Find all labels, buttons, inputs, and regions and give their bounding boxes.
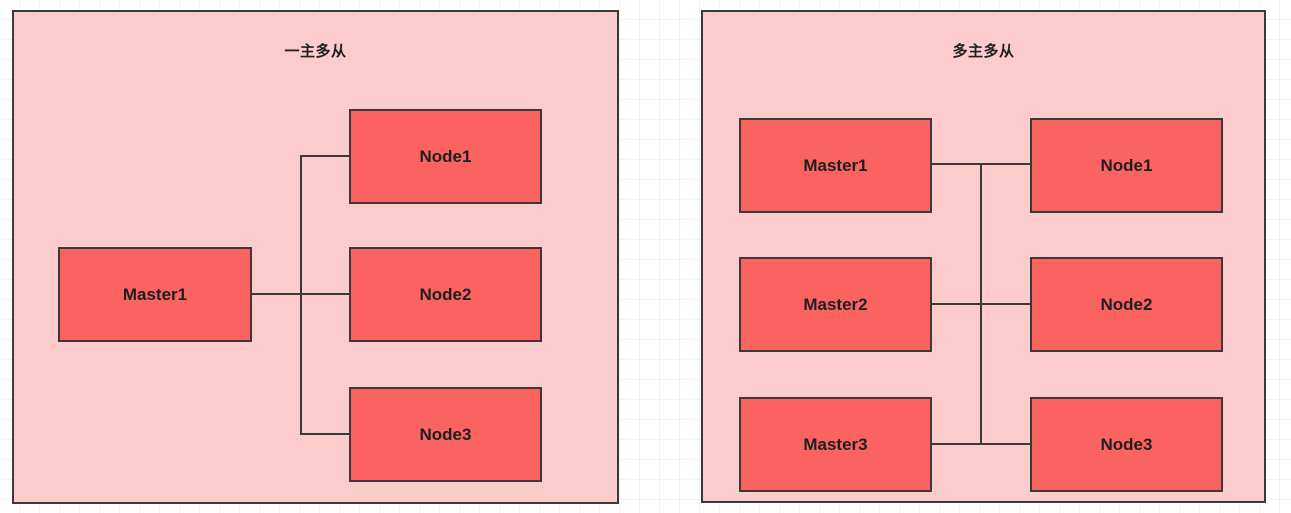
- box-label: Node3: [1100, 434, 1153, 454]
- panel-many-masters-many-slaves[interactable]: 多主多从 Master1 Master2 Master3 Node1 N: [701, 10, 1266, 503]
- box-master2-right[interactable]: Master2: [739, 257, 932, 352]
- edge-master3-to-bus: [932, 443, 982, 445]
- box-label: Node2: [419, 284, 472, 304]
- edge-master1-to-bus: [932, 163, 982, 165]
- edge-master1-to-trunk: [252, 293, 301, 295]
- box-node1-left[interactable]: Node1: [349, 109, 542, 204]
- box-label: Node1: [419, 146, 472, 166]
- box-node1-right[interactable]: Node1: [1030, 118, 1223, 213]
- box-label: Node3: [419, 424, 472, 444]
- box-node3-left[interactable]: Node3: [349, 387, 542, 482]
- edge-trunk-to-node1: [300, 155, 349, 157]
- box-node2-left[interactable]: Node2: [349, 247, 542, 342]
- box-label: Master1: [122, 284, 188, 304]
- edge-bus-to-node2: [980, 303, 1030, 305]
- edge-trunk-to-node2: [300, 293, 349, 295]
- box-label: Node1: [1100, 155, 1153, 175]
- panel-one-master-many-slaves[interactable]: 一主多从 Master1 Node1 Node2 Node3: [12, 10, 619, 504]
- edge-bus-to-node1: [980, 163, 1030, 165]
- box-label: Master2: [803, 294, 868, 314]
- edge-trunk-vertical: [300, 155, 302, 435]
- box-label: Master3: [803, 434, 868, 454]
- box-label: Node2: [1100, 294, 1153, 314]
- box-node2-right[interactable]: Node2: [1030, 257, 1223, 352]
- box-node3-right[interactable]: Node3: [1030, 397, 1223, 492]
- panel-title-left: 一主多从: [284, 43, 347, 60]
- edge-master2-to-bus: [932, 303, 982, 305]
- box-master3-right[interactable]: Master3: [739, 397, 932, 492]
- edge-trunk-to-node3: [300, 433, 349, 435]
- panel-title-right: 多主多从: [952, 43, 1015, 60]
- box-label: Master1: [803, 155, 868, 175]
- box-master1-left[interactable]: Master1: [58, 247, 252, 342]
- box-master1-right[interactable]: Master1: [739, 118, 932, 213]
- edge-bus-to-node3: [980, 443, 1030, 445]
